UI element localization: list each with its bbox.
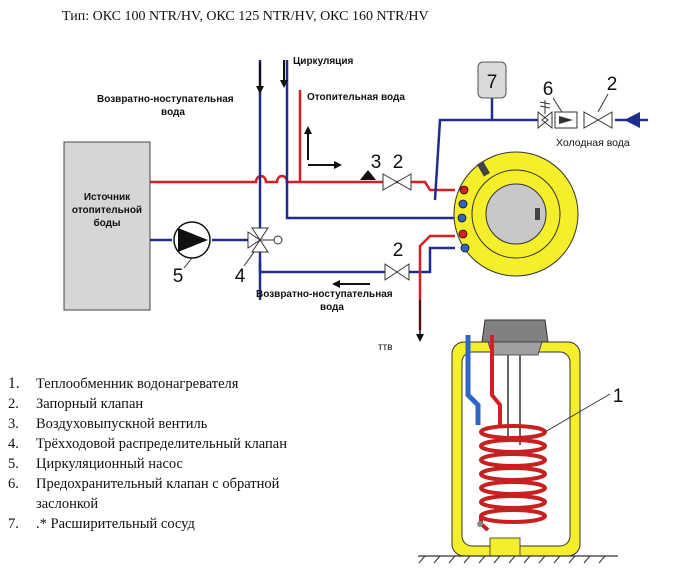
heat-source-label-3: боды bbox=[93, 217, 120, 229]
callout-2-return: 2 bbox=[393, 240, 404, 261]
ttv-label: ттв bbox=[378, 342, 392, 353]
legend-text: Теплообменник водонагревателя bbox=[36, 376, 239, 392]
legend-text: Трёхходовой распределительный клапан bbox=[36, 436, 287, 452]
return-water-bottom-label-1: Возвратно-ноступательная bbox=[256, 289, 393, 300]
callout-2-cold: 2 bbox=[607, 74, 618, 95]
legend-num: 3. bbox=[8, 416, 19, 432]
legend-num: 6. bbox=[8, 476, 19, 492]
return-water-top-label-2: вода bbox=[161, 107, 185, 118]
flow-arrows bbox=[256, 60, 370, 288]
legend-num: 2. bbox=[8, 396, 19, 412]
cold-water-arrow bbox=[624, 112, 640, 128]
tank-side-view bbox=[418, 319, 618, 564]
legend-num: 5. bbox=[8, 456, 19, 472]
legend-text: Воздуховыпускной вентиль bbox=[36, 416, 208, 432]
air-vent bbox=[360, 170, 376, 180]
return-water-top-label-1: Возвратно-ноступательная bbox=[97, 94, 234, 105]
heat-source-label-1: Иcточник bbox=[84, 192, 131, 203]
heat-source-label-2: отопительной bbox=[72, 205, 142, 216]
legend-item: 6. Предохранительный клапан с обратной за… bbox=[8, 474, 301, 514]
heating-water-label: Отопительная вода bbox=[307, 92, 405, 103]
tank-top-view bbox=[453, 151, 579, 277]
return-water-bottom-label-2: вода bbox=[320, 302, 344, 313]
callout-6: 6 bbox=[543, 79, 554, 100]
legend-item: 5. Циркуляционный насос bbox=[8, 454, 301, 474]
return-pipes bbox=[150, 60, 648, 300]
heat-source-box bbox=[63, 141, 151, 311]
shutoff-valve-return bbox=[384, 263, 410, 281]
circulation-label: Циркуляция bbox=[293, 56, 353, 67]
callout-7: 7 bbox=[487, 72, 498, 93]
diagram-title: Тип: ОКС 100 NTR/HV, ОКС 125 NTR/HV, ОКС… bbox=[62, 9, 429, 24]
legend-item: 1. Теплообменник водонагревателя bbox=[8, 374, 301, 394]
shutoff-valve-supply bbox=[382, 173, 412, 191]
legend-item: 3. Воздуховыпускной вентиль bbox=[8, 414, 301, 434]
legend-num: 4. bbox=[8, 436, 19, 452]
legend-item: 4. Трёхходовой распределительный клапан bbox=[8, 434, 301, 454]
callout-1: 1 bbox=[613, 386, 624, 407]
callout-4: 4 bbox=[235, 266, 246, 287]
circulation-pump bbox=[173, 221, 211, 259]
legend-num: 7. bbox=[8, 516, 19, 532]
legend: 1. Теплообменник водонагревателя 2. Запорн… bbox=[8, 374, 301, 534]
callout-3: 3 bbox=[371, 152, 382, 173]
callout-2-supply: 2 bbox=[393, 152, 404, 173]
legend-text: .* Расширительный сосуд bbox=[36, 516, 195, 532]
legend-num: 1. bbox=[8, 375, 20, 392]
safety-valve bbox=[537, 100, 578, 130]
heat-exchanger-coil bbox=[479, 424, 547, 532]
legend-text: Предохранительный клапан с обратной засл… bbox=[36, 476, 280, 512]
legend-text: Циркуляционный насос bbox=[36, 456, 183, 472]
shutoff-valve-cold bbox=[583, 111, 613, 129]
legend-item: 2. Запорный клапан bbox=[8, 394, 301, 414]
expansion-vessel bbox=[477, 61, 507, 99]
legend-text: Запорный клапан bbox=[36, 396, 144, 412]
three-way-valve bbox=[247, 227, 283, 253]
callout-5: 5 bbox=[173, 266, 184, 287]
hot-return-pipe bbox=[418, 234, 455, 330]
legend-item: 7. .* Расширительный сосуд bbox=[8, 514, 301, 534]
cold-water-label: Холодная вода bbox=[556, 137, 630, 149]
